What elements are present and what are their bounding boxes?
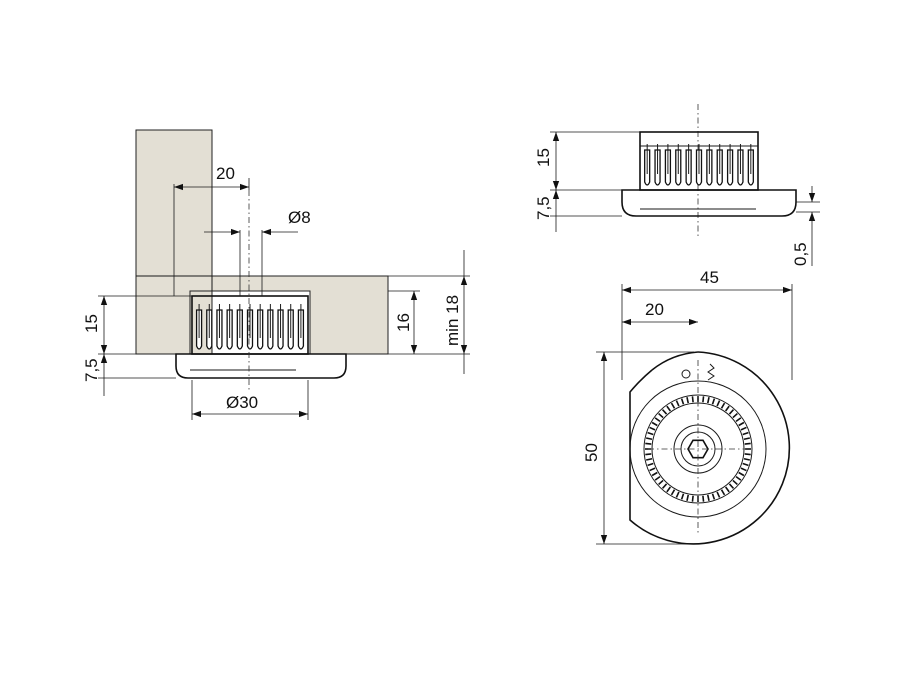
dim-board-thickness-label: min 18 (443, 295, 462, 346)
dim-offset-label: 20 (216, 164, 235, 183)
dim-housing-diameter-label: Ø30 (226, 393, 258, 412)
connector-housing (175, 295, 347, 379)
top-height-label: 50 (582, 443, 601, 462)
dim-hole-diameter-label: Ø8 (288, 208, 311, 227)
connector-profile (621, 131, 797, 217)
profile-gap-label: 0,5 (791, 242, 810, 266)
profile-flange-height-label: 7,5 (534, 196, 553, 220)
dim-recess-depth-label: 16 (394, 313, 413, 332)
dim-housing-height-label: 15 (82, 314, 101, 333)
connector-top-outline (629, 351, 791, 545)
top-width-label: 45 (700, 268, 719, 287)
side-section-view: 20 Ø8 15 7,5 16 min 18 Ø30 (82, 129, 470, 420)
top-view: 45 20 50 (582, 268, 793, 545)
top-offset-label: 20 (645, 300, 664, 319)
dim-flange-height-label: 7,5 (82, 358, 101, 382)
profile-view: 15 7,5 0,5 (534, 104, 820, 266)
profile-housing-height-label: 15 (534, 148, 553, 167)
